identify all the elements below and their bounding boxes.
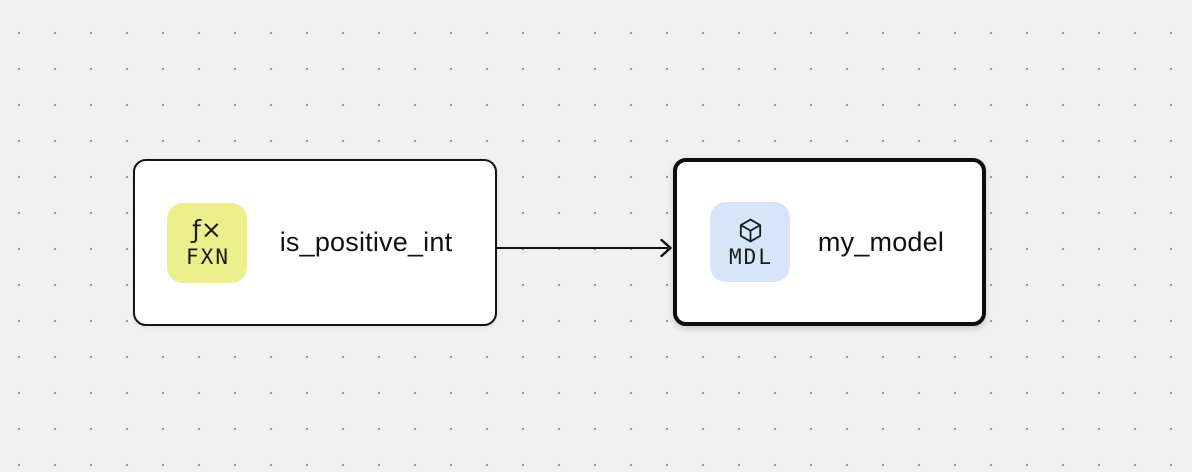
function-badge: ƒ× FXN — [167, 202, 247, 283]
cube-icon — [739, 218, 761, 243]
fx-icon: ƒ× — [192, 215, 222, 245]
edge-arrow — [497, 238, 672, 258]
arrowhead-icon — [660, 238, 672, 258]
badge-code: FXN — [186, 244, 230, 269]
node-label: my_model — [817, 226, 945, 257]
model-badge: MDL — [710, 202, 790, 282]
node-label: is_positive_int — [279, 227, 453, 257]
node-model[interactable]: MDL my_model — [673, 158, 986, 326]
badge-code: MDL — [729, 244, 773, 269]
node-function[interactable]: ƒ× FXN is_positive_int — [133, 159, 497, 326]
